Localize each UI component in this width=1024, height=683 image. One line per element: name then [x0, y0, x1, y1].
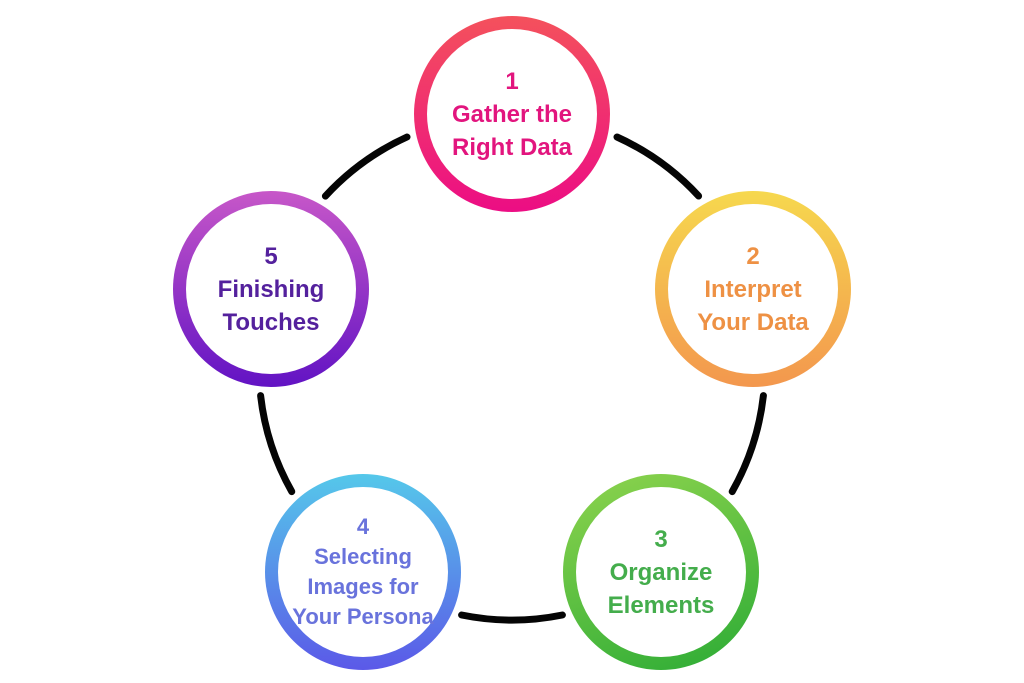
step-label-line: Your Data	[697, 308, 809, 336]
step-circle-2: 2 Interpret Your Data	[655, 191, 851, 387]
step-label-line: Interpret	[704, 275, 802, 303]
step-label-line: Organize	[609, 558, 713, 586]
step-number-4: 4	[356, 514, 370, 539]
step-label-line: Your Persona	[292, 604, 434, 629]
step-label-line: Touches	[222, 308, 320, 336]
step-label-line: Selecting	[314, 544, 412, 569]
step-label-line: Elements	[607, 591, 715, 619]
step-number-2: 2	[746, 242, 760, 270]
step-label-line: Finishing	[217, 275, 325, 303]
step-circle-3: 3 Organize Elements	[563, 474, 759, 670]
connector-arc-3-to-4	[458, 611, 566, 624]
step-circle-5: 5 Finishing Touches	[173, 191, 369, 387]
step-number-1: 1	[505, 67, 519, 95]
step-content-2: 2 Interpret Your Data	[668, 204, 838, 374]
step-label-line: Images for	[307, 574, 419, 599]
connector-arcs	[257, 133, 767, 624]
step-label-line: Gather the	[451, 100, 573, 128]
step-number-3: 3	[654, 525, 668, 553]
connector-arc-1-to-2	[613, 133, 703, 200]
step-circle-4: 4 Selecting Images for Your Persona	[265, 474, 461, 670]
step-label-line: Right Data	[452, 133, 572, 161]
step-circle-1: 1 Gather the Right Data	[414, 16, 610, 212]
connector-arc-4-to-5	[257, 392, 296, 496]
connector-arc-5-to-1	[321, 133, 411, 200]
step-number-5: 5	[264, 242, 278, 270]
step-content-3: 3 Organize Elements	[576, 487, 746, 657]
step-content-4: 4 Selecting Images for Your Persona	[278, 487, 448, 657]
step-content-5: 5 Finishing Touches	[186, 204, 356, 374]
step-content-1: 1 Gather the Right Data	[427, 29, 597, 199]
connector-arc-2-to-3	[728, 392, 767, 496]
